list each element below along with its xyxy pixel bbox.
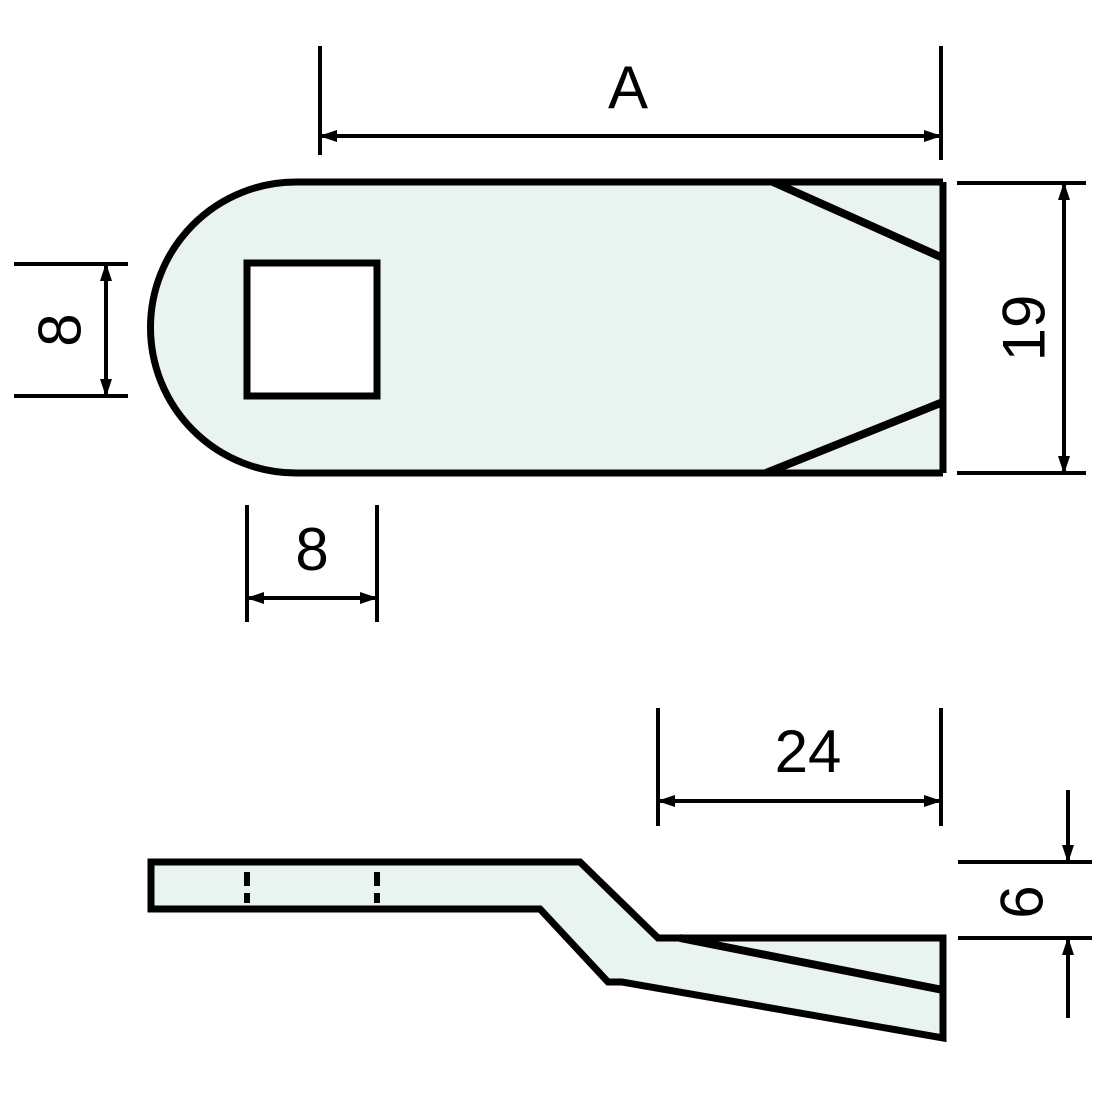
top-view-chamfer-line-upper [771, 178, 945, 262]
top-view [147, 178, 947, 477]
dimension-24: 24 [656, 708, 943, 826]
side-view-taper-line [679, 934, 944, 994]
top-view-chamfer-line-lower [764, 398, 945, 477]
square-hole [243, 259, 381, 400]
dimension-8-vertical-label: 8 [27, 313, 94, 346]
dimension-a: A [318, 46, 943, 160]
top-view-body-outline [147, 178, 947, 477]
dimension-a-label: A [608, 54, 648, 121]
dimension-19-label: 19 [991, 295, 1058, 362]
side-view [147, 858, 947, 1043]
dimension-19: 19 [957, 181, 1086, 475]
dimension-24-label: 24 [775, 718, 842, 785]
dimension-6: 6 [958, 790, 1092, 1018]
side-view-body-outline [147, 858, 947, 1043]
dimension-8-vertical: 8 [14, 262, 128, 398]
dimension-6-label: 6 [989, 885, 1056, 918]
dimension-8-horizontal: 8 [245, 505, 379, 622]
dimension-8-horizontal-label: 8 [295, 516, 328, 583]
